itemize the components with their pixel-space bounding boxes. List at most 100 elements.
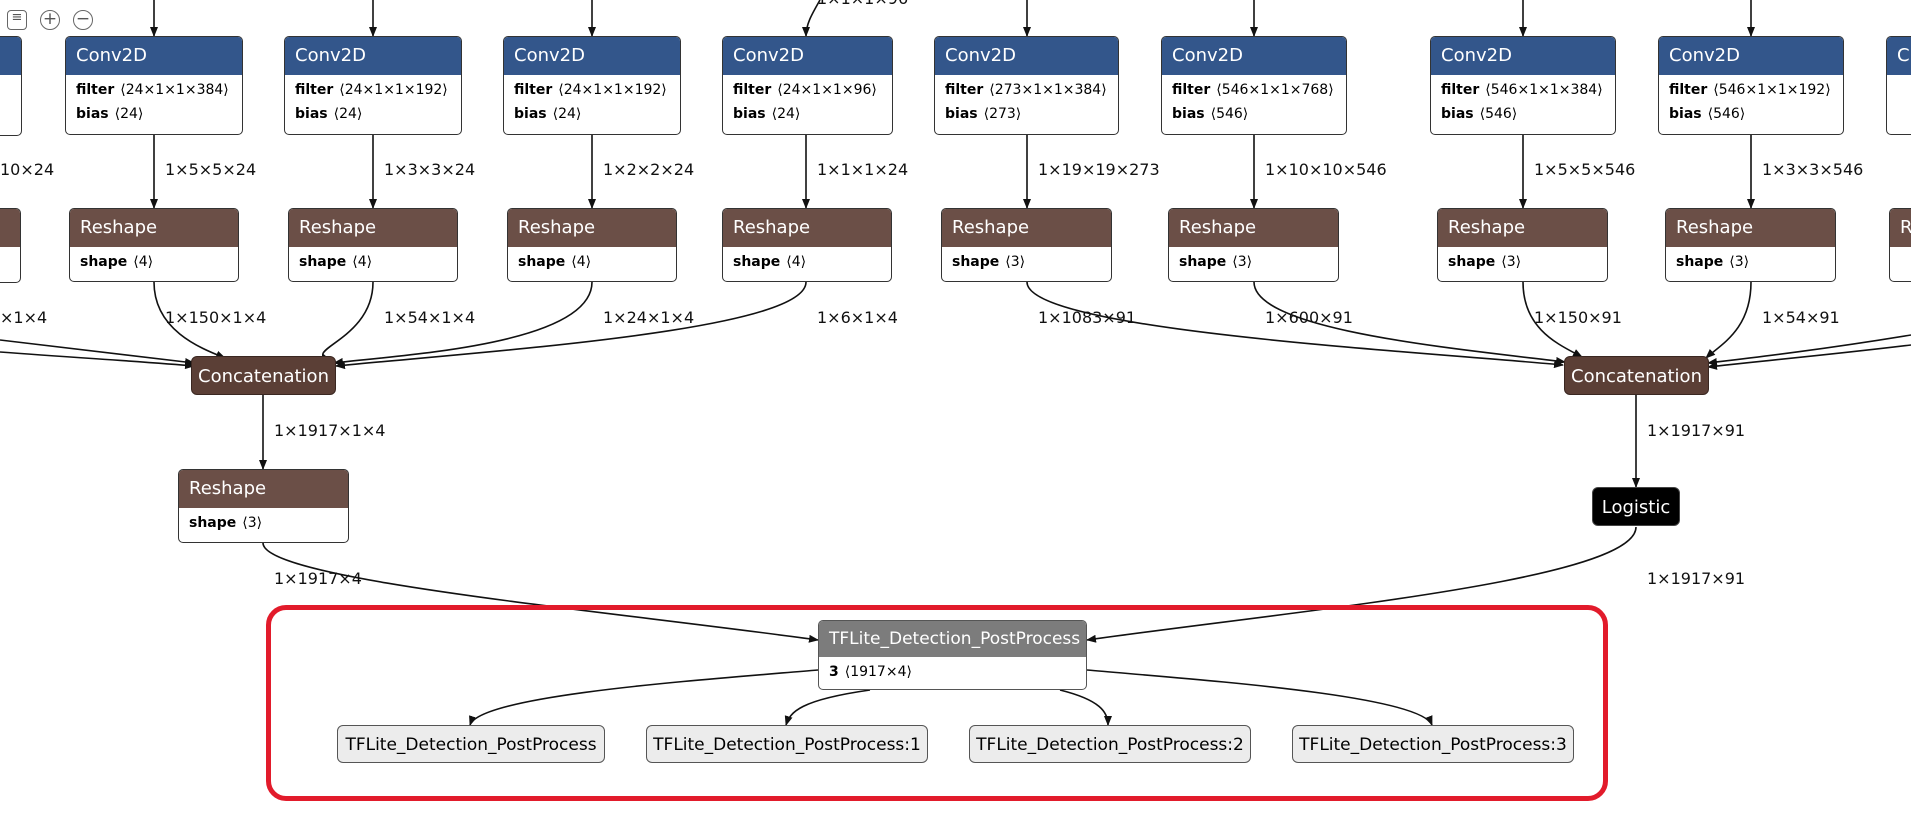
reshape-node[interactable]: Reshape shape⟨3⟩ — [941, 208, 1112, 282]
edge-label: 1×1917×91 — [1647, 421, 1746, 440]
conv2d-node[interactable]: Conv2D filter⟨546×1×1×384⟩ bias⟨546⟩ — [1430, 36, 1616, 135]
node-title: Conv2D — [1162, 37, 1346, 75]
attr-name: bias — [1441, 106, 1474, 122]
attr-value: ⟨4⟩ — [133, 254, 154, 270]
edge-label: 1×24×1×4 — [603, 308, 695, 327]
attr-value: ⟨273⟩ — [983, 106, 1022, 122]
attr-name: filter — [1669, 82, 1708, 98]
conv2d-node[interactable]: Conv2D filter⟨273×1×1×384⟩ bias⟨273⟩ — [934, 36, 1119, 135]
edge-label: 1×6×1×4 — [817, 308, 898, 327]
conv2d-node[interactable]: Conv2D filter ⟨546×1×1×192⟩ bias ⟨546⟩ — [1658, 36, 1844, 135]
output-node[interactable]: TFLite_Detection_PostProcess:2 — [969, 725, 1251, 763]
reshape-node[interactable]: Reshape shape⟨4⟩ — [69, 208, 239, 282]
edge-label: 1×1×1×24 — [817, 160, 909, 179]
node-title: Conv2D — [1659, 37, 1843, 75]
reshape-node[interactable]: Reshape shape⟨4⟩ — [722, 208, 892, 282]
concatenation-node-left[interactable]: Concatenation — [191, 356, 336, 395]
attr-value: ⟨24⟩ — [771, 106, 801, 122]
node-title: Conv2D — [723, 37, 892, 75]
attr-name: shape — [1179, 254, 1227, 270]
output-node[interactable]: TFLite_Detection_PostProcess:1 — [646, 725, 928, 763]
attr-name: shape — [299, 254, 347, 270]
node-title: C — [1887, 37, 1911, 75]
conv2d-node[interactable]: Conv2D filter⟨24×1×1×384⟩ bias⟨24⟩ — [65, 36, 243, 135]
edge-label: 1×600×91 — [1265, 308, 1353, 327]
edge-label: 1×54×91 — [1762, 308, 1840, 327]
attr-value: ⟨3⟩ — [1501, 254, 1522, 270]
conv2d-node-partial-left[interactable] — [0, 36, 22, 136]
attr-value: ⟨3⟩ — [1232, 254, 1253, 270]
conv2d-node[interactable]: Conv2D filter ⟨24×1×1×96⟩ bias ⟨24⟩ — [722, 36, 893, 135]
output-node[interactable]: TFLite_Detection_PostProcess — [337, 725, 605, 763]
edge-label: 1×54×1×4 — [384, 308, 476, 327]
edge-label: 1×1917×1×4 — [274, 421, 386, 440]
attr-value: ⟨24×1×1×192⟩ — [339, 82, 448, 98]
attr-name: bias — [1669, 106, 1702, 122]
node-title: Conv2D — [1431, 37, 1615, 75]
edge-label: 1×150×1×4 — [165, 308, 267, 327]
attr-value: ⟨546⟩ — [1210, 106, 1249, 122]
reshape-node-partial-left[interactable] — [0, 208, 21, 283]
postprocess-node[interactable]: TFLite_Detection_PostProcess 3 ⟨1917×4⟩ — [818, 620, 1087, 690]
attr-value: ⟨24⟩ — [552, 106, 582, 122]
conv2d-node-partial-right[interactable]: C — [1886, 36, 1911, 135]
reshape-node[interactable]: Reshape shape ⟨3⟩ — [1437, 208, 1608, 282]
node-title: Reshape — [1666, 209, 1835, 247]
attr-value: ⟨4⟩ — [786, 254, 807, 270]
node-title: Conv2D — [504, 37, 680, 75]
reshape-node[interactable]: Reshape shape⟨4⟩ — [507, 208, 677, 282]
reshape-node[interactable]: Reshape shape ⟨3⟩ — [1168, 208, 1339, 282]
attr-name: bias — [945, 106, 978, 122]
attr-value: ⟨546×1×1×768⟩ — [1216, 82, 1334, 98]
attr-name: shape — [1448, 254, 1496, 270]
node-title: Reshape — [942, 209, 1111, 247]
menu-icon[interactable]: ≡ — [7, 10, 27, 30]
attr-name: bias — [1172, 106, 1205, 122]
attr-value: ⟨3⟩ — [1729, 254, 1750, 270]
attr-name: filter — [76, 82, 115, 98]
reshape-node-partial-right[interactable]: R — [1889, 208, 1911, 282]
logistic-node[interactable]: Logistic — [1592, 487, 1680, 526]
attr-name: filter — [295, 82, 334, 98]
edge-label-partial-reshape: ×1×4 — [0, 308, 48, 327]
attr-name: 3 — [829, 664, 839, 680]
attr-name: filter — [733, 82, 772, 98]
edge-label: 1×2×2×24 — [603, 160, 695, 179]
edge-label-top-input: 1×1×1×96 — [817, 0, 908, 8]
node-title: TFLite_Detection_PostProcess — [819, 621, 1086, 657]
attr-name: bias — [295, 106, 328, 122]
reshape-node[interactable]: Reshape shape⟨4⟩ — [288, 208, 458, 282]
zoom-in-icon[interactable]: + — [40, 10, 60, 30]
attr-value: ⟨546×1×1×192⟩ — [1713, 82, 1831, 98]
reshape-node-final[interactable]: Reshape shape⟨3⟩ — [178, 469, 349, 543]
edge-label: 1×3×3×546 — [1762, 160, 1864, 179]
attr-value: ⟨24⟩ — [333, 106, 363, 122]
edge-label: 1×5×5×546 — [1534, 160, 1636, 179]
attr-name: shape — [1676, 254, 1724, 270]
attr-value: ⟨546⟩ — [1707, 106, 1746, 122]
edge-label: 1×19×19×273 — [1038, 160, 1160, 179]
edge-label: 1×10×10×546 — [1265, 160, 1387, 179]
attr-name: shape — [733, 254, 781, 270]
node-title: Conv2D — [285, 37, 461, 75]
highlight-box — [266, 605, 1608, 801]
conv2d-node[interactable]: Conv2D filter ⟨24×1×1×192⟩ bias ⟨24⟩ — [284, 36, 462, 135]
node-title: Reshape — [179, 470, 348, 508]
attr-name: filter — [1441, 82, 1480, 98]
conv2d-node[interactable]: Conv2D filter⟨546×1×1×768⟩ bias⟨546⟩ — [1161, 36, 1347, 135]
node-title: Reshape — [1438, 209, 1607, 247]
output-node[interactable]: TFLite_Detection_PostProcess:3 — [1292, 725, 1574, 763]
node-title: Reshape — [289, 209, 457, 247]
attr-name: bias — [733, 106, 766, 122]
zoom-out-icon[interactable]: − — [73, 10, 93, 30]
attr-value: ⟨24×1×1×96⟩ — [777, 82, 877, 98]
attr-value: ⟨1917×4⟩ — [844, 664, 912, 680]
attr-value: ⟨273×1×1×384⟩ — [989, 82, 1107, 98]
attr-name: bias — [76, 106, 109, 122]
reshape-node[interactable]: Reshape shape ⟨3⟩ — [1665, 208, 1836, 282]
attr-name: shape — [952, 254, 1000, 270]
concatenation-node-right[interactable]: Concatenation — [1564, 356, 1709, 395]
conv2d-node[interactable]: Conv2D filter⟨24×1×1×192⟩ bias⟨24⟩ — [503, 36, 681, 135]
node-title: Reshape — [1169, 209, 1338, 247]
